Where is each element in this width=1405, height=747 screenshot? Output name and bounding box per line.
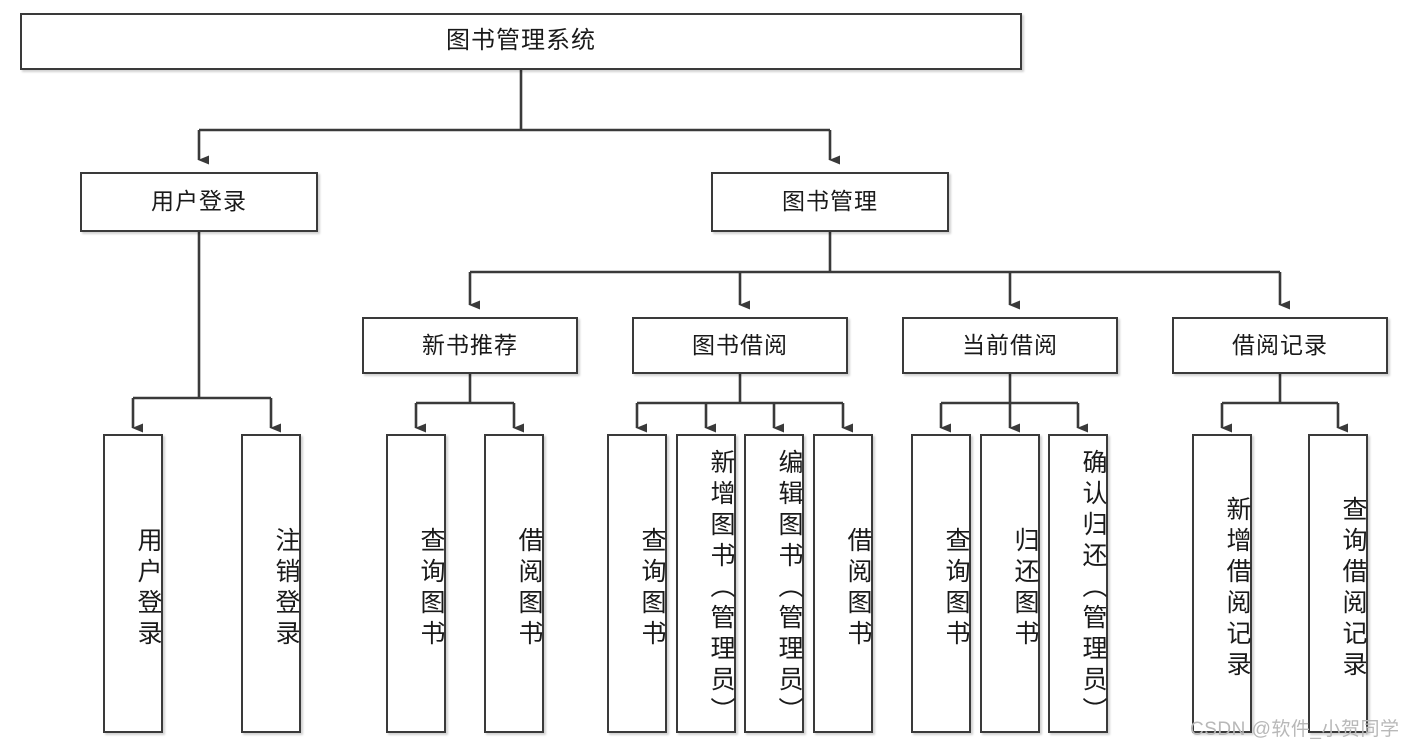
node-label: 图书管理系统 xyxy=(446,27,596,55)
node-leaf-query-book-current[interactable]: 查询图书 xyxy=(911,434,971,733)
node-label: 借阅图书 xyxy=(844,526,872,651)
node-user-login[interactable]: 用户登录 xyxy=(80,172,318,232)
node-leaf-edit-book-admin[interactable]: 编辑图书（管理员） xyxy=(744,434,804,733)
node-label: 图书借阅 xyxy=(692,331,788,358)
node-label: 新增图书（管理员） xyxy=(707,449,735,728)
node-leaf-user-login[interactable]: 用户登录 xyxy=(103,434,163,733)
node-label: 借阅记录 xyxy=(1232,331,1328,358)
node-book-borrow[interactable]: 图书借阅 xyxy=(632,317,848,374)
node-new-book-recommend[interactable]: 新书推荐 xyxy=(362,317,578,374)
node-label: 归还图书 xyxy=(1011,526,1039,651)
node-label: 新书推荐 xyxy=(422,331,518,358)
node-leaf-borrow-book[interactable]: 借阅图书 xyxy=(813,434,873,733)
node-leaf-confirm-return-admin[interactable]: 确认归还（管理员） xyxy=(1048,434,1108,733)
node-label: 新增借阅记录 xyxy=(1223,495,1251,682)
node-current-borrow[interactable]: 当前借阅 xyxy=(902,317,1118,374)
node-leaf-query-borrow-record[interactable]: 查询借阅记录 xyxy=(1308,434,1368,733)
node-label: 图书管理 xyxy=(782,188,878,215)
node-label: 查询借阅记录 xyxy=(1339,495,1367,682)
node-label: 确认归还（管理员） xyxy=(1079,449,1107,728)
node-label: 用户登录 xyxy=(151,188,247,215)
node-label: 注销登录 xyxy=(272,526,300,651)
node-borrow-record[interactable]: 借阅记录 xyxy=(1172,317,1388,374)
csdn-watermark: CSDN @软件_小贺同学 xyxy=(1190,719,1400,740)
node-label: 当前借阅 xyxy=(962,331,1058,358)
node-leaf-borrow-book-recommend[interactable]: 借阅图书 xyxy=(484,434,544,733)
node-label: 编辑图书（管理员） xyxy=(775,449,803,728)
node-label: 查询图书 xyxy=(638,526,666,651)
node-root-book-management-system[interactable]: 图书管理系统 xyxy=(20,13,1022,70)
node-leaf-query-book-borrow[interactable]: 查询图书 xyxy=(607,434,667,733)
node-leaf-query-book-recommend[interactable]: 查询图书 xyxy=(386,434,446,733)
node-label: 查询图书 xyxy=(942,526,970,651)
node-leaf-add-book-admin[interactable]: 新增图书（管理员） xyxy=(676,434,736,733)
node-label: 借阅图书 xyxy=(515,526,543,651)
node-label: 用户登录 xyxy=(134,526,162,651)
node-leaf-return-book[interactable]: 归还图书 xyxy=(980,434,1040,733)
node-leaf-logout[interactable]: 注销登录 xyxy=(241,434,301,733)
node-leaf-add-borrow-record[interactable]: 新增借阅记录 xyxy=(1192,434,1252,733)
node-book-management[interactable]: 图书管理 xyxy=(711,172,949,232)
node-label: 查询图书 xyxy=(417,526,445,651)
